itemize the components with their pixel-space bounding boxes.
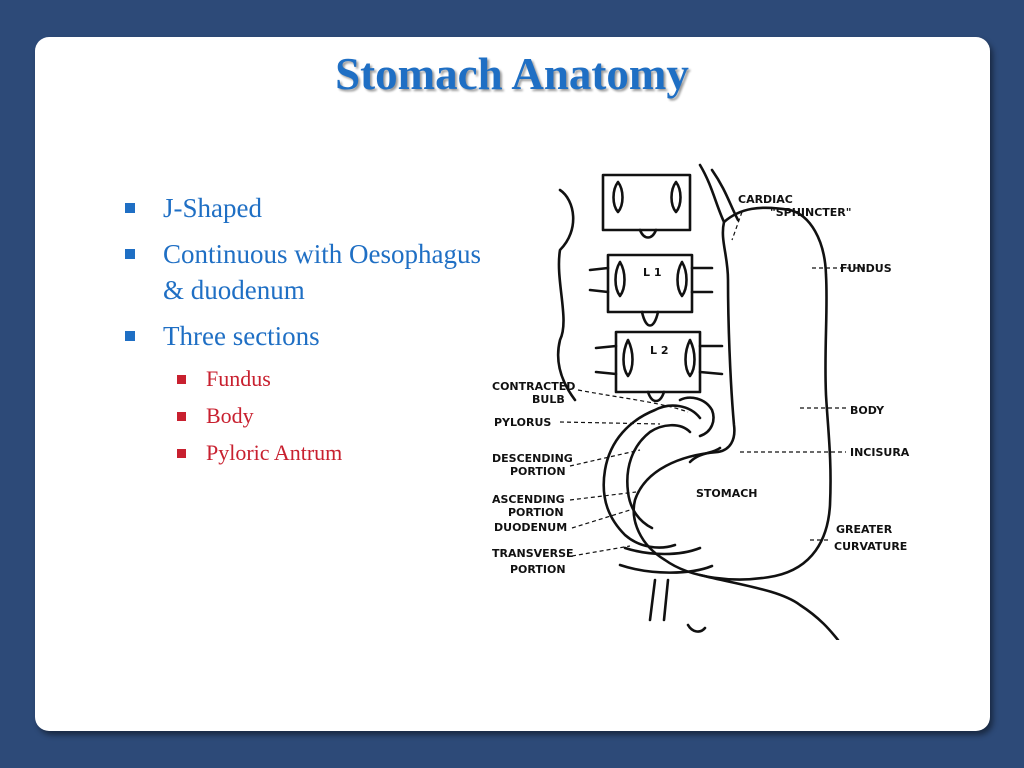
label-body: BODY [850, 404, 885, 417]
sub-bullet-marker-icon [177, 375, 186, 384]
label-greater: GREATER [836, 523, 893, 536]
stomach-outline [632, 206, 832, 581]
page-title: Stomach Anatomy [335, 49, 689, 99]
bullet-item: Continuous with Oesophagus & duodenum [125, 236, 490, 308]
label-l1: L 1 [643, 266, 662, 279]
label-descending-portion: PORTION [510, 465, 566, 478]
vertebra-l1 [588, 253, 714, 327]
stomach-anatomy-diagram: CARDIAC "SPHINCTER" FUNDUS BODY INCISURA… [492, 163, 910, 640]
label-curvature: CURVATURE [834, 540, 907, 553]
label-sphincter: "SPHINCTER" [770, 206, 852, 219]
oesophagus [698, 163, 740, 224]
label-stomach: STOMACH [696, 487, 758, 500]
sub-bullet-text: Body [206, 403, 254, 428]
bullet-item: J-Shaped [125, 190, 490, 226]
label-bulb: BULB [532, 393, 565, 406]
sub-bullet-marker-icon [177, 449, 186, 458]
bullet-list: J-Shaped Continuous with Oesophagus & du… [125, 190, 490, 475]
bullet-marker-icon [125, 331, 135, 341]
label-incisura: INCISURA [850, 446, 910, 459]
slide-panel [35, 37, 990, 731]
bullet-marker-icon [125, 249, 135, 259]
label-fundus: FUNDUS [840, 262, 892, 275]
label-contracted: CONTRACTED [492, 380, 575, 393]
sub-bullet-item: Fundus [177, 364, 490, 394]
spine-outline [556, 188, 577, 402]
label-ascending: ASCENDING [492, 493, 565, 506]
bullet-text: J-Shaped [163, 193, 262, 223]
sub-bullet-marker-icon [177, 412, 186, 421]
label-ascending-portion: PORTION [508, 506, 564, 519]
sub-bullet-text: Fundus [206, 366, 271, 391]
label-transverse-portion: PORTION [510, 563, 566, 576]
label-pylorus: PYLORUS [494, 416, 551, 429]
sub-bullet-item: Pyloric Antrum [177, 438, 490, 468]
bullet-text: Three sections [163, 321, 320, 351]
label-cardiac: CARDIAC [738, 193, 793, 206]
sub-bullet-item: Body [177, 401, 490, 431]
vertebra-t12 [601, 173, 692, 239]
vertebra-l2 [594, 330, 724, 403]
bullet-marker-icon [125, 203, 135, 213]
label-duodenum: DUODENUM [494, 521, 567, 534]
label-descending: DESCENDING [492, 452, 573, 465]
sub-bullet-text: Pyloric Antrum [206, 440, 343, 465]
bullet-text: Continuous with Oesophagus & duodenum [163, 239, 482, 305]
bullet-item: Three sections [125, 318, 490, 354]
label-transverse: TRANSVERSE [492, 547, 574, 560]
duodenum [602, 404, 702, 549]
label-l2: L 2 [650, 344, 669, 357]
